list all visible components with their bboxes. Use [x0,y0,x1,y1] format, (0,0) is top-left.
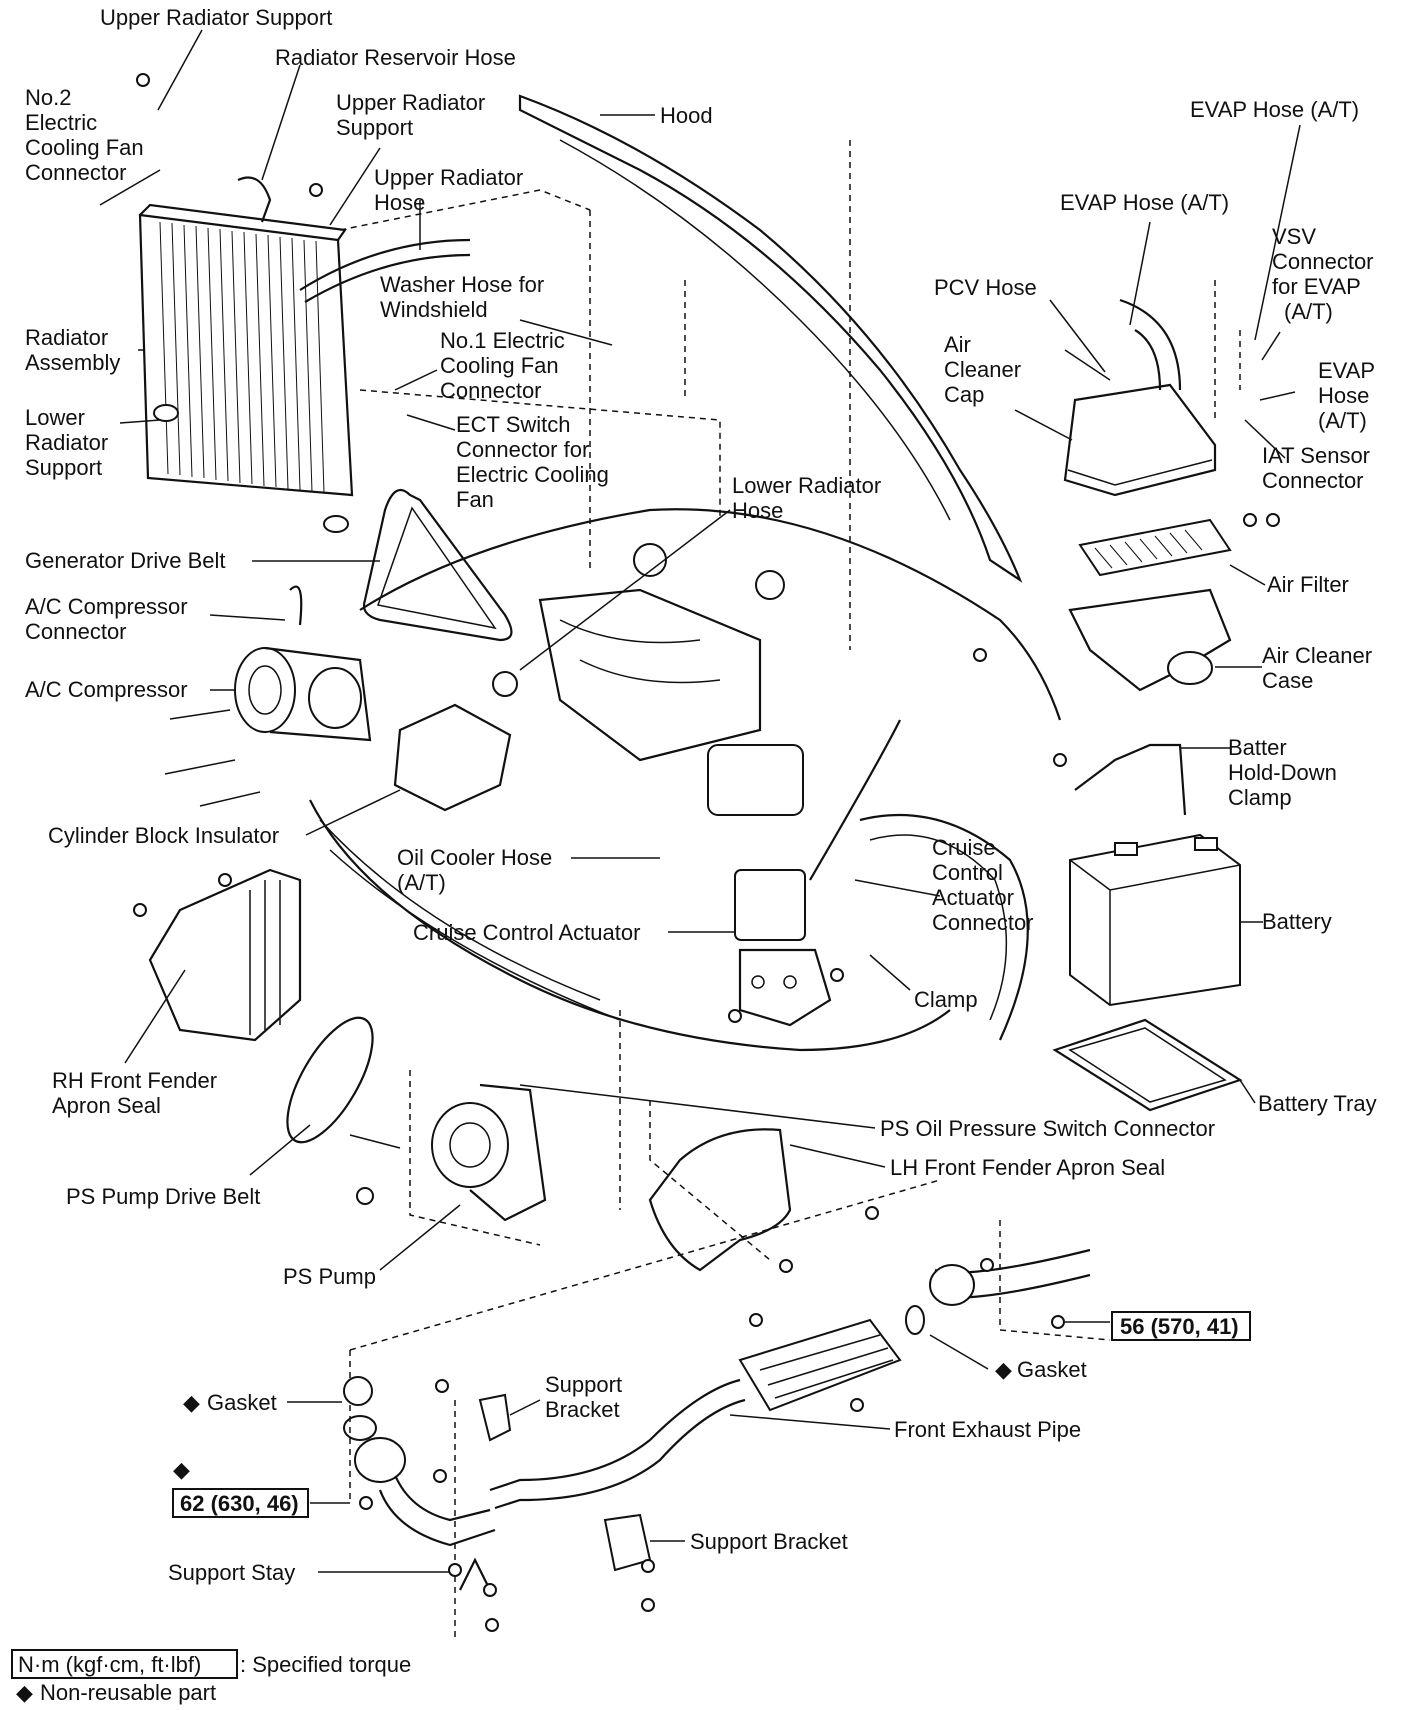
label-support-stay: Support Stay [168,1560,295,1585]
label-battery: Battery [1262,909,1332,934]
svg-text:56 (570, 41): 56 (570, 41) [1120,1314,1239,1339]
air-cleaner-cap-drawing [1063,298,1217,497]
svg-text:◆: ◆ [183,1390,200,1415]
label-air-filter: Air Filter [1267,572,1349,597]
label-ect-switch: ECT Switch Connector for Electric Coolin… [456,412,615,512]
label-front-exhaust-pipe: Front Exhaust Pipe [894,1417,1081,1442]
assembly-dash-lines [339,140,1241,1640]
legend-torque-unit-box [11,1649,238,1679]
label-upper-radiator-support-top: Upper Radiator Support [100,5,332,30]
legend-torque-unit: N·m (kgf·cm, ft·lbf) [18,1652,201,1677]
torque-callout-62: ◆ 62 (630, 46) [172,1457,309,1518]
engine-bay-drawing [309,508,1062,1052]
label-air-cleaner-cap: Air Cleaner Cap [944,332,1027,407]
lh-fender-seal-drawing [648,1128,792,1272]
label-upper-radiator-hose: Upper Radiator Hose [374,165,529,215]
part-labels: Upper Radiator Support Radiator Reservoi… [25,5,1381,1585]
legend-nonreusable-symbol: ◆ [16,1680,33,1705]
battery-drawing [1069,833,1241,1007]
label-cruise-actuator-connector: Cruise Control Actuator Connector [932,835,1034,935]
cruise-actuator-drawing [734,719,901,1027]
label-lower-radiator-support: Lower Radiator Support [25,405,114,480]
torque-callout-56: 56 (570, 41) [1111,1311,1251,1341]
label-lower-radiator-hose: Lower Radiator Hose [732,473,887,523]
label-air-cleaner-case: Air Cleaner Case [1262,643,1378,693]
label-oil-cooler-hose: Oil Cooler Hose (A/T) [397,845,558,895]
generator-belt-drawing [362,488,513,642]
label-pcv-hose: PCV Hose [934,275,1037,300]
label-ac-compressor-connector: A/C Compressor Connector [25,594,194,644]
rh-fender-seal-drawing [148,868,302,1042]
label-ps-switch-connector: PS Oil Pressure Switch Connector [880,1116,1215,1141]
label-ps-pump-drive-belt: PS Pump Drive Belt [66,1184,260,1209]
svg-text:◆: ◆ [173,1457,190,1482]
svg-text:Gasket: Gasket [1017,1357,1087,1382]
leader-lines [99,29,1301,1573]
label-no2-fan-connector: No.2 Electric Cooling Fan Connector [25,85,150,185]
label-vsv-connector: VSV Connector for EVAP (A/T) [1272,224,1380,324]
line-art [99,29,1301,1640]
air-cleaner-case-drawing [1068,588,1232,692]
label-ps-pump: PS Pump [283,1264,376,1289]
label-lh-fender-seal: LH Front Fender Apron Seal [890,1155,1165,1180]
cylinder-block-insulator-drawing [393,703,512,812]
label-upper-radiator-support-2: Upper Radiator Support [336,90,491,140]
ac-compressor-drawing [164,585,372,807]
label-cylinder-block-insulator: Cylinder Block Insulator [48,823,279,848]
label-iat-sensor: IAT Sensor Connector [1262,443,1376,493]
label-washer-hose: Washer Hose for Windshield [380,272,550,322]
battery-tray-drawing [1052,1018,1243,1112]
label-radiator-reservoir-hose: Radiator Reservoir Hose [275,45,516,70]
fasteners [133,73,1280,1632]
exhaust-drawing [343,1248,1091,1591]
legend-nonreusable-desc: Non-reusable part [40,1680,216,1705]
label-support-bracket-lower: Support Bracket [690,1529,848,1554]
battery-clamp-drawing [1074,743,1187,816]
legend-torque-desc: : Specified torque [240,1652,411,1677]
label-clamp: Clamp [914,987,978,1012]
hood-drawing [518,94,1023,583]
legend: N·m (kgf·cm, ft·lbf) : Specified torque … [11,1649,411,1705]
label-ac-compressor: A/C Compressor [25,677,188,702]
reservoir-hose-drawing [237,176,272,223]
radiator-drawing [138,203,471,533]
label-no1-fan-connector: No.1 Electric Cooling Fan Connector [440,328,571,403]
label-evap-hose-1: EVAP Hose (A/T) [1190,97,1359,122]
label-cruise-control-actuator: Cruise Control Actuator [413,920,640,945]
label-radiator-assembly: Radiator Assembly [25,325,120,375]
label-evap-hose-2: EVAP Hose (A/T) [1060,190,1229,215]
label-rh-fender-seal: RH Front Fender Apron Seal [52,1068,223,1118]
label-hood: Hood [660,103,713,128]
label-generator-drive-belt: Generator Drive Belt [25,548,226,573]
label-gasket-right: ◆ Gasket [995,1357,1087,1382]
label-support-bracket-upper: Support Bracket [545,1372,628,1422]
label-evap-hose-3: EVAP Hose (A/T) [1318,358,1381,433]
ps-pump-drawing [349,1083,547,1222]
label-battery-clamp: Batter Hold-Down Clamp [1228,735,1343,810]
label-gasket-left: ◆ Gasket [183,1390,277,1415]
svg-text:Gasket: Gasket [207,1390,277,1415]
svg-text:62 (630, 46): 62 (630, 46) [180,1491,299,1516]
air-filter-drawing [1078,518,1232,577]
label-battery-tray: Battery Tray [1258,1091,1377,1116]
svg-text:◆: ◆ [995,1357,1012,1382]
ps-pump-belt-drawing [286,1016,374,1144]
